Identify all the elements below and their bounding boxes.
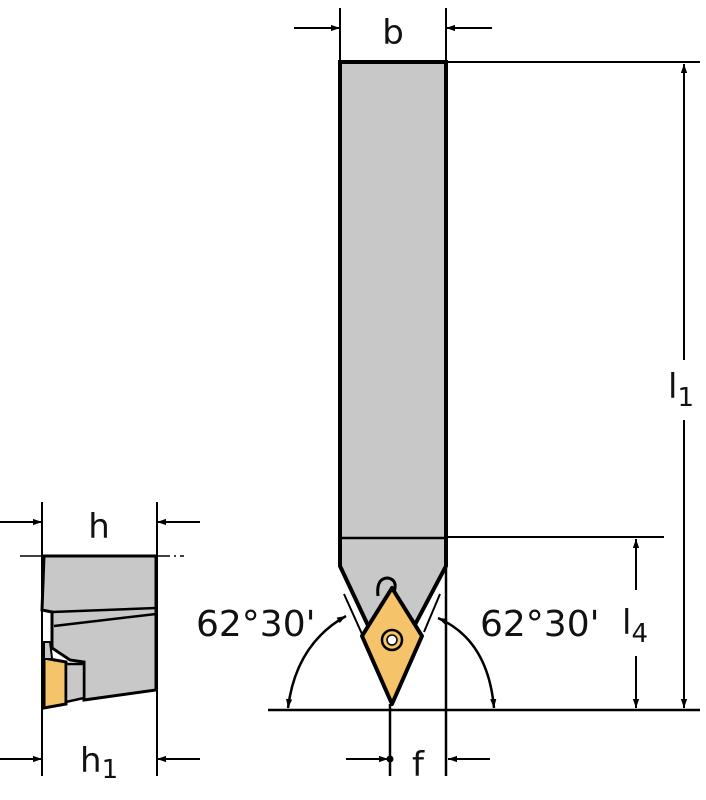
clearance-line-right: [423, 593, 441, 633]
angle-arc-right: [437, 616, 497, 709]
end-view-insert: [42, 656, 68, 710]
insert-hole: [386, 634, 398, 646]
end-view: h h1: [0, 502, 200, 785]
angle-right-label: 62°30': [480, 604, 600, 645]
dim-l1-label: l1: [668, 367, 694, 413]
top-view: b l1 l4 f 62°30' 62°30': [196, 8, 700, 785]
angle-arc-left: [285, 614, 347, 709]
dim-f-label: f: [412, 745, 425, 785]
angle-left-label: 62°30': [196, 604, 316, 645]
dim-b-label: b: [382, 13, 404, 53]
shank-body: [338, 60, 448, 639]
clearance-line-left: [343, 593, 363, 635]
dim-l4-label: l4: [622, 603, 648, 649]
dim-h1-label: h1: [80, 741, 118, 785]
dim-h-label: h: [88, 507, 110, 547]
